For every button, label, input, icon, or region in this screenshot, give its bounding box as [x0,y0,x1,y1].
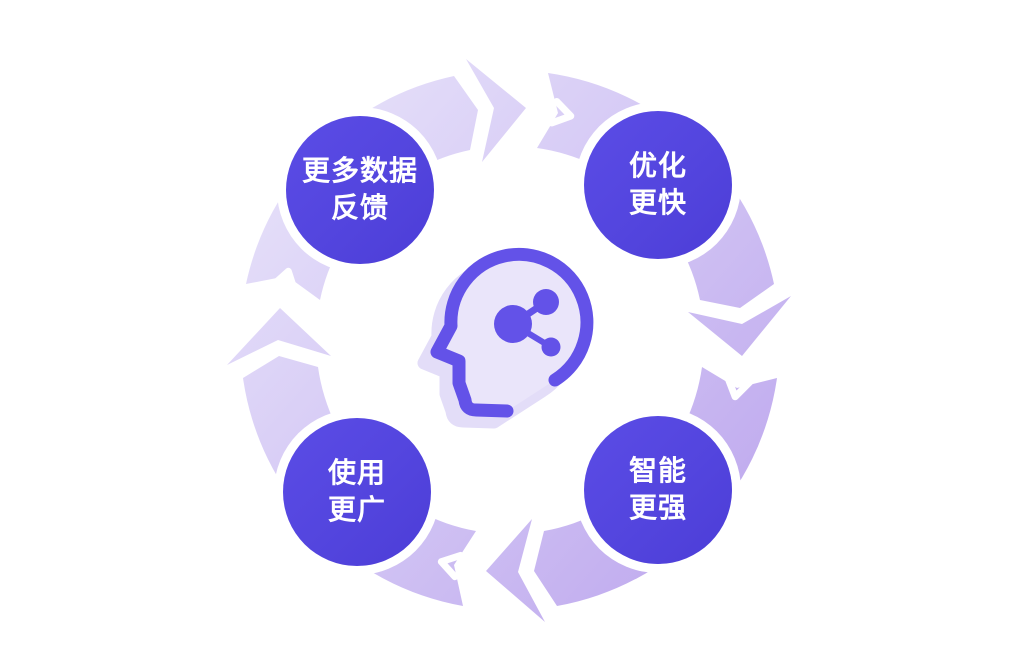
chevron-up-icon [269,267,299,295]
chevron-right-icon [548,97,575,127]
arrowhead-up-icon [227,308,331,365]
node-optimize-faster: 优化 更快 [584,111,732,259]
node-label-line: 更快 [628,187,687,218]
node-label-line: 更强 [628,492,687,523]
node-label-line: 使用 [327,457,386,489]
node-more-data-feedback: 更多数据 反馈 [286,116,434,264]
node-smarter-ai: 智能 更强 [584,416,732,564]
ai-head-icon [417,247,594,429]
node-wider-usage: 使用 更广 [283,418,431,566]
chevron-down-icon [724,374,753,401]
node-label-line: 更多数据 [301,155,418,187]
arrowhead-left-icon [486,519,545,622]
network-nodes-icon [494,289,561,357]
node-label-line: 智能 [628,455,687,487]
chevron-left-icon [437,551,465,581]
arrowhead-down-icon [688,296,791,356]
arrowhead-right-icon [466,59,526,162]
node-label-line: 反馈 [330,192,389,223]
node-label-line: 更广 [327,494,386,525]
node-label-line: 优化 [628,150,687,182]
